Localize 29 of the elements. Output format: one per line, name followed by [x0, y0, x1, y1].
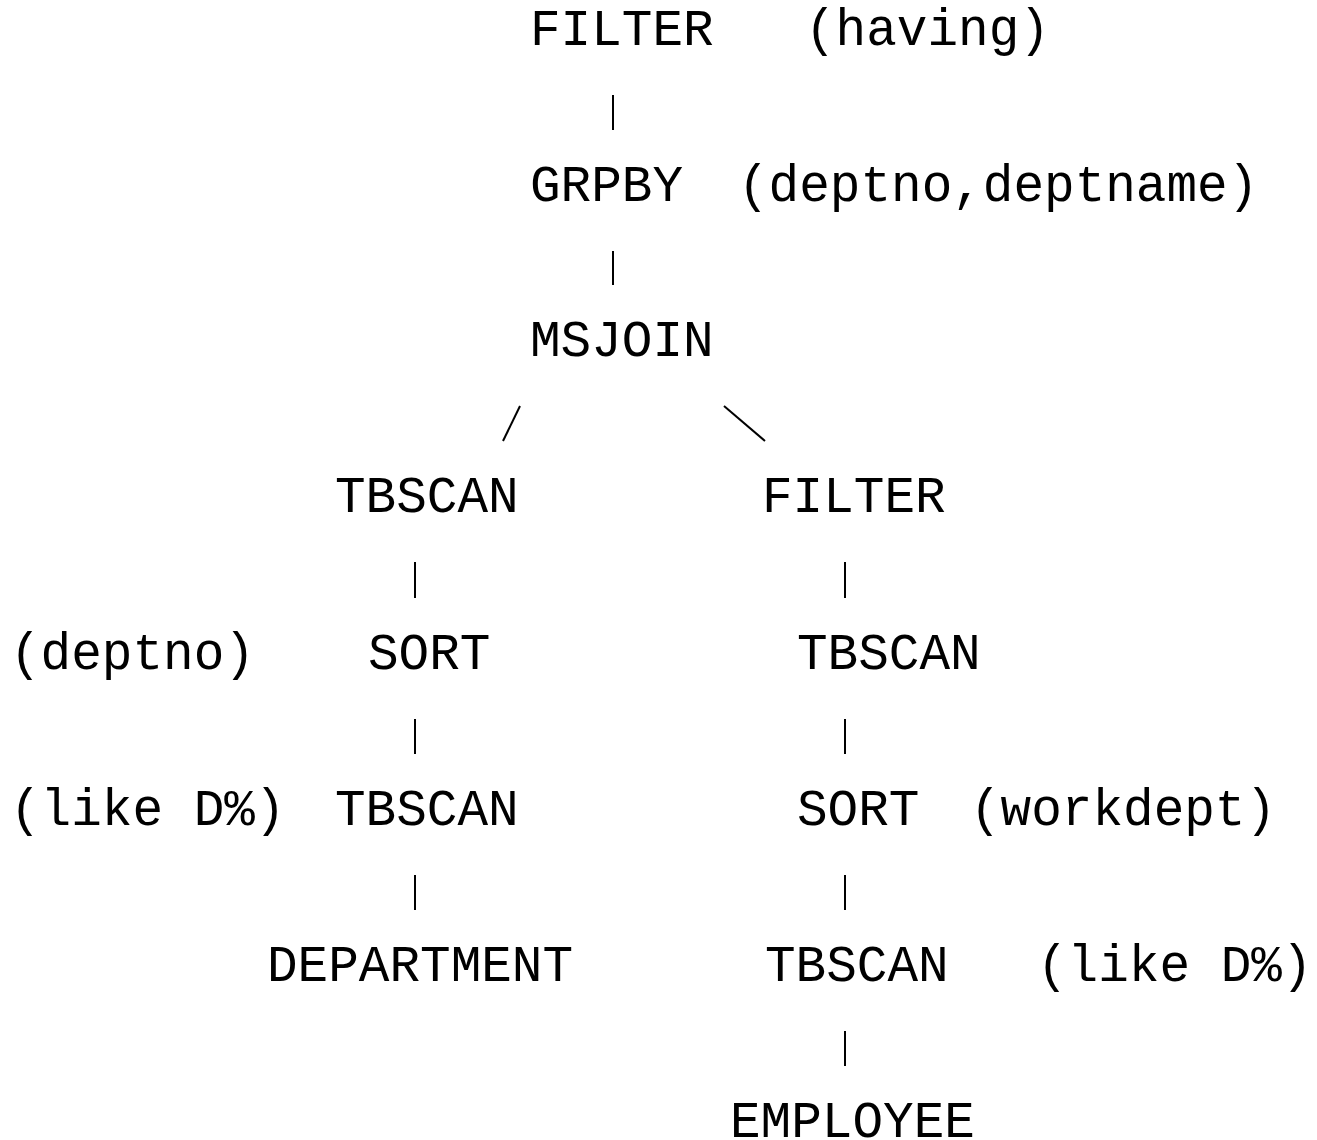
operator-label: TBSCAN: [335, 785, 519, 839]
predicate-label: (deptno,deptname): [738, 161, 1259, 215]
connector-line: [502, 405, 521, 442]
operator-label: FILTER: [762, 472, 946, 526]
connector-line: [723, 405, 766, 442]
operator-label: SORT: [368, 629, 491, 683]
connector-line: [844, 561, 846, 599]
operator-label: TBSCAN: [765, 941, 949, 995]
operator-label: FILTER: [530, 5, 714, 59]
connector-line: [612, 94, 614, 131]
operator-label: MSJOIN: [530, 316, 714, 370]
operator-label: TBSCAN: [335, 472, 519, 526]
predicate-label: (like D%): [1037, 941, 1313, 995]
connector-line: [844, 718, 846, 755]
predicate-label: (having): [805, 5, 1050, 59]
operator-label: GRPBY: [530, 161, 684, 215]
connector-line: [414, 718, 416, 755]
predicate-label: (workdept): [970, 785, 1277, 839]
predicate-label: (deptno): [10, 629, 255, 683]
connector-line: [844, 874, 846, 911]
connector-line: [414, 561, 416, 599]
operator-label: DEPARTMENT: [267, 941, 574, 995]
predicate-label: (like D%): [10, 785, 286, 839]
connector-line: [612, 250, 614, 286]
operator-label: TBSCAN: [797, 629, 981, 683]
connector-line: [414, 874, 416, 911]
operator-label: SORT: [797, 785, 920, 839]
operator-label: EMPLOYEE: [730, 1097, 975, 1140]
connector-line: [844, 1030, 846, 1067]
